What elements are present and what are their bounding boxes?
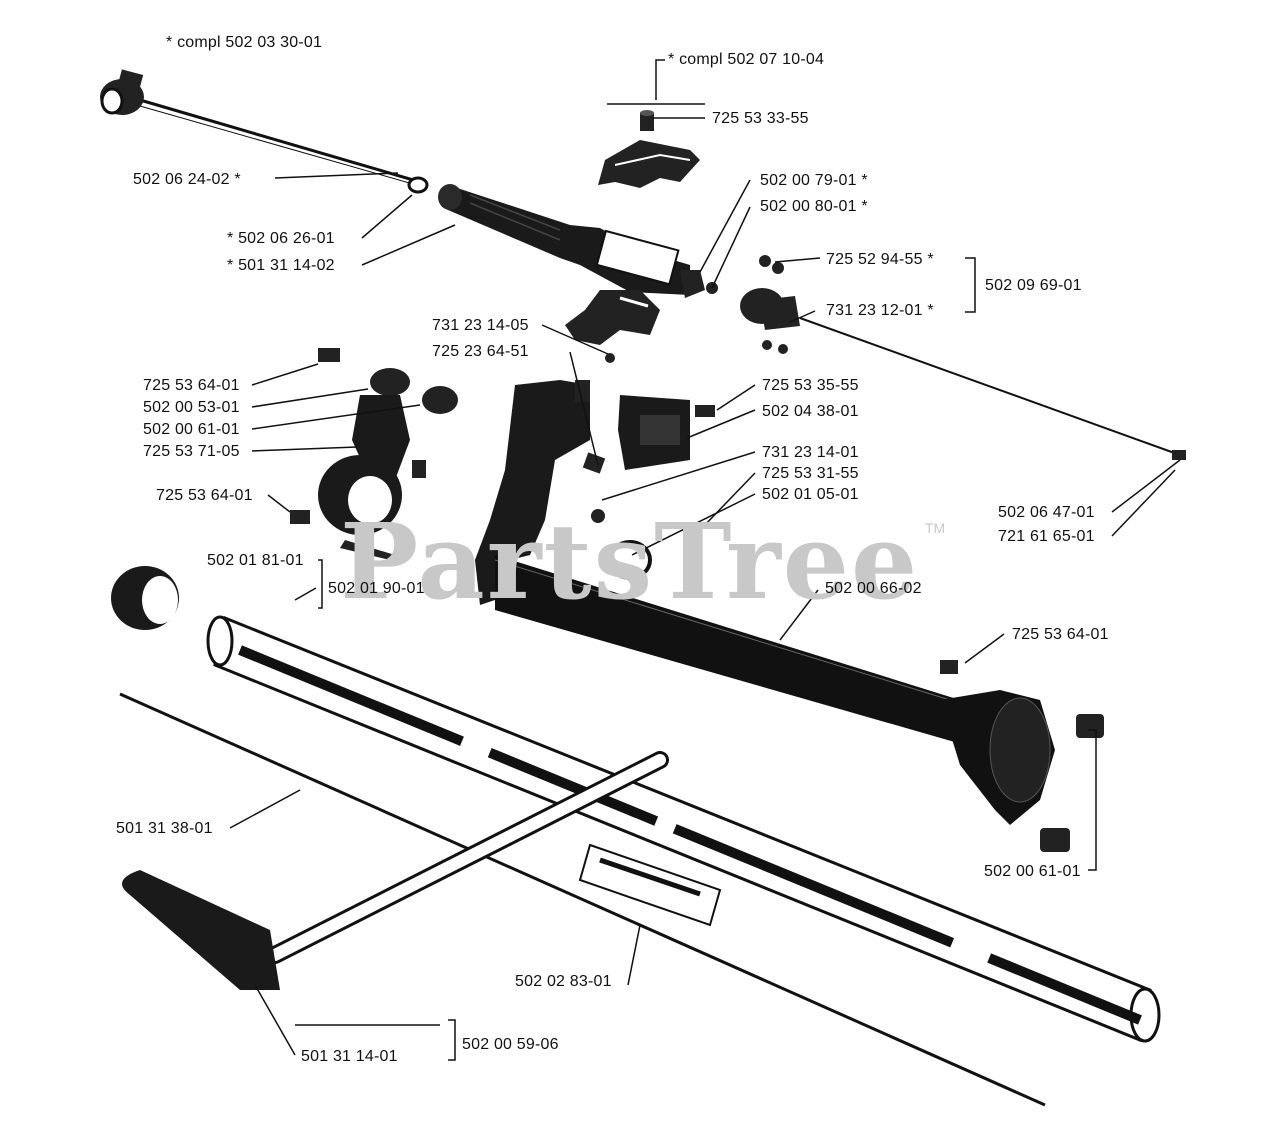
part-label: 725 53 71-05 [143,443,240,460]
decal-plate [578,843,722,927]
part-label: * compl 502 07 10-04 [668,51,825,68]
part-label: 502 01 90-01 [328,580,425,597]
part-label: 731 23 14-05 [432,317,529,334]
handle-bracket [475,380,715,605]
part-label: 501 31 38-01 [116,820,213,837]
part-label: 502 00 80-01 * [760,198,868,215]
part-label: 721 61 65-01 [998,528,1095,545]
washer-part [407,176,429,194]
part-label: 725 53 64-01 [143,377,240,394]
part-label: 502 00 61-01 [984,863,1081,880]
part-label: 502 00 59-06 [462,1036,559,1053]
watermark: PartsTree [340,500,920,623]
part-label: 725 53 31-55 [762,465,859,482]
part-label: 502 01 05-01 [762,486,859,503]
part-label: 502 02 83-01 [515,973,612,990]
part-label: 502 00 66-02 [825,580,922,597]
small-clip [680,270,718,298]
part-label: 502 04 38-01 [762,403,859,420]
part-label: * 501 31 14-02 [227,257,335,274]
part-label: 502 06 47-01 [998,504,1095,521]
part-label: 725 53 33-55 [712,110,809,127]
throttle-trigger [598,110,700,188]
handle-grip [438,184,690,295]
part-label: 731 23 12-01 * [826,302,934,319]
leader-lines [229,59,1181,1061]
throttle-cable-assembly [100,69,421,187]
part-label: 502 06 24-02 * [133,171,241,188]
part-label: 725 53 35-55 [762,377,859,394]
cable-clamp [565,290,660,363]
part-label: 502 01 81-01 [207,552,304,569]
outer-tube [111,566,1161,1043]
part-label: * compl 502 03 30-01 [166,34,323,51]
part-label: 502 00 79-01 * [760,172,868,189]
t-wrench [122,751,669,990]
part-label: 502 00 53-01 [143,399,240,416]
part-label: 725 53 64-01 [156,487,253,504]
watermark-trademark: TM [925,520,946,536]
handle-clamp [290,348,458,560]
cable-stop [740,255,1186,460]
part-label: 725 52 94-55 * [826,251,934,268]
drive-shaft-tube [494,540,1104,852]
part-label: * 502 06 26-01 [227,230,335,247]
part-label: 502 09 69-01 [985,277,1082,294]
part-label: 502 00 61-01 [143,421,240,438]
part-label: 501 31 14-01 [301,1048,398,1065]
part-label: 725 23 64-51 [432,343,529,360]
part-label: 725 53 64-01 [1012,626,1109,643]
drive-cable [119,692,1046,1107]
part-label: 731 23 14-01 [762,444,859,461]
